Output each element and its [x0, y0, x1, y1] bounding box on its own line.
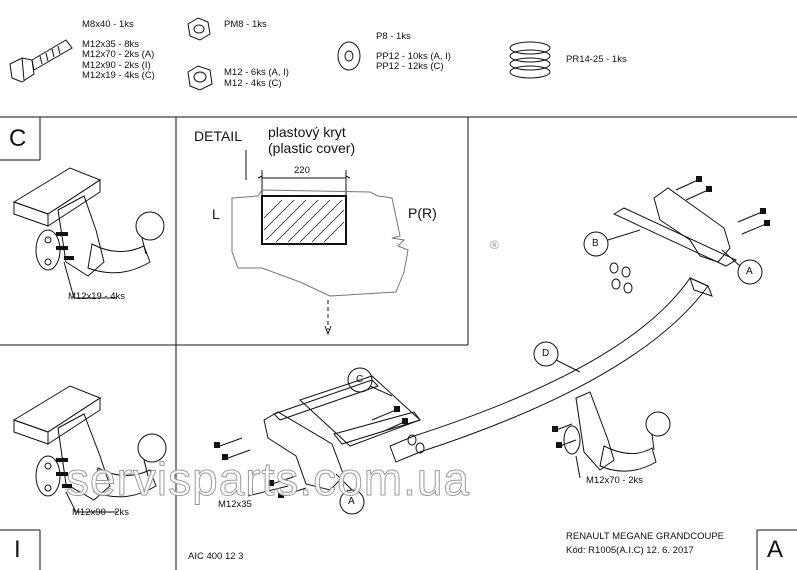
main-bolt-callout: M12x35	[218, 499, 252, 510]
cover-label-1: plastový kryt	[268, 124, 346, 140]
registered-mark: ®	[490, 238, 499, 252]
bolt-spec-4: M12x90 - 2ks (I)	[82, 59, 151, 71]
a-bolt-callout: M12x70 - 2ks	[586, 475, 644, 486]
balloon-c-label: C	[356, 374, 364, 385]
left-side-label: L	[212, 206, 220, 222]
drawing-code: AIC 400 12 3	[188, 551, 244, 562]
washer-spec-list: P8 - 1ks PP12 - 10ks (A, I) PP12 - 12ks …	[376, 31, 451, 73]
right-side-label: P(R)	[408, 205, 437, 221]
cover-label-2: (plastic cover)	[268, 140, 356, 156]
bolt-spec-2: M12x35 - 8ks	[82, 38, 140, 50]
vehicle-model: RENAULT MEGANE GRANDCOUPE	[566, 531, 725, 542]
balloon-a-top-label: A	[746, 266, 753, 277]
balloon-a-bottom-label: A	[348, 496, 355, 507]
section-a-letter: A	[767, 536, 784, 563]
spring-spec: PR14-25 - 1ks	[566, 54, 627, 65]
bolt-spec-1: M8x40 - 1ks	[82, 19, 134, 30]
bolt-spec-3: M12x70 - 2ks (A)	[82, 49, 155, 60]
washer-spec-3: PP12 - 12ks (C)	[376, 61, 444, 72]
section-c-letter: C	[9, 125, 27, 152]
bolt-spec-5: M12x19 - 4ks (C)	[82, 70, 155, 81]
nut-m12-spec-2: M12 - 4ks (C)	[224, 77, 282, 89]
nut-m12-spec-list: M12 - 6ks (A, I) M12 - 4ks (C)	[224, 67, 289, 89]
washer-spec-2: PP12 - 10ks (A, I)	[376, 50, 451, 62]
kod-date: Kód: R1005(A.I.C) 12. 6. 2017	[566, 545, 694, 556]
nut-pm8-spec: PM8 - 1ks	[224, 19, 267, 30]
section-i-letter: I	[14, 536, 21, 563]
dimension-label: 220	[294, 165, 310, 176]
c-bolt-callout: M12x19 - 4ks	[68, 291, 126, 302]
detail-title: DETAIL	[194, 128, 242, 144]
bolt-spec-list: M8x40 - 1ks M12x35 - 8ks M12x70 - 2ks (A…	[82, 19, 155, 82]
nut-m12-spec-1: M12 - 6ks (A, I)	[224, 67, 289, 78]
balloon-d-label: D	[542, 348, 550, 359]
i-bolt-callout: M12x90 - 2ks	[72, 507, 130, 518]
site-watermark: servisparts.com.ua	[65, 453, 471, 506]
washer-spec-1: P8 - 1ks	[376, 31, 411, 42]
balloon-b-label: B	[592, 238, 599, 249]
